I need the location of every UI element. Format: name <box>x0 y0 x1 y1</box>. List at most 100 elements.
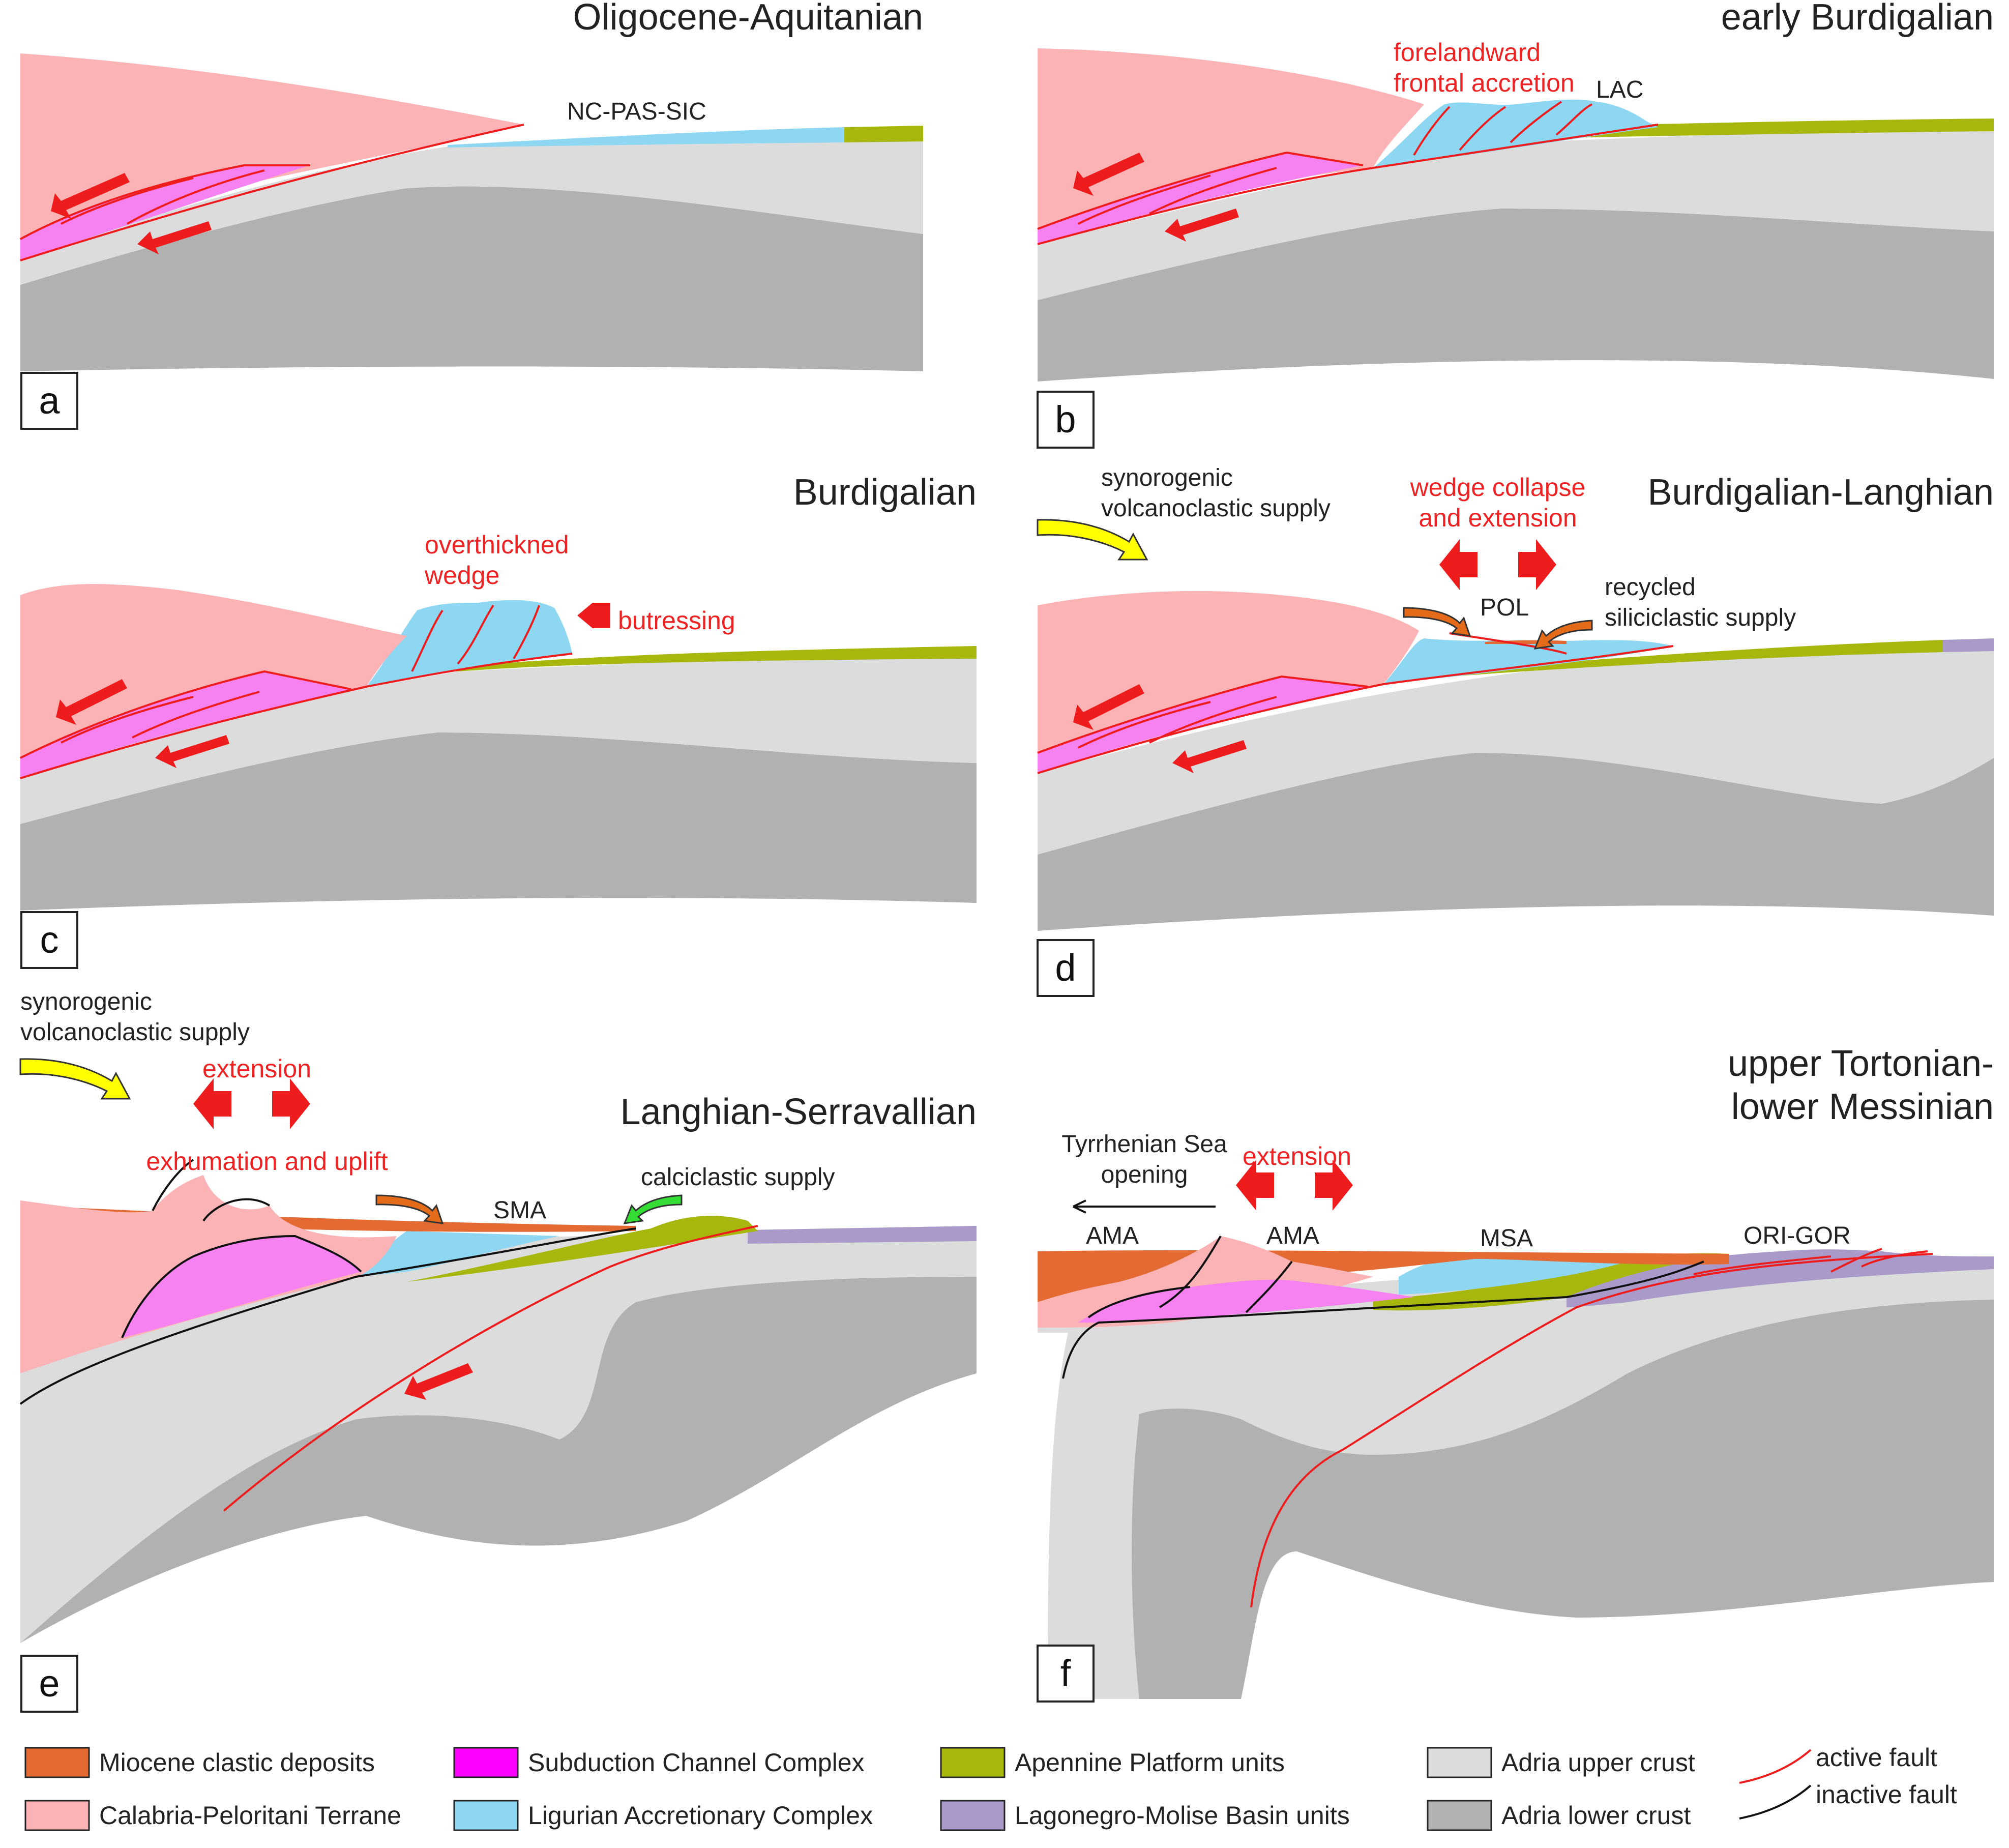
calabria-peloritani-terrane <box>1038 48 1424 239</box>
subduction-channel-complex <box>122 1236 361 1338</box>
svg-text:Adria lower crust: Adria lower crust <box>1501 1801 1691 1830</box>
legend-item: Subduction Channel Complex <box>453 1747 865 1778</box>
svg-text:active fault: active fault <box>1816 1743 1937 1772</box>
subduction-channel-complex <box>20 671 351 778</box>
collapse-label-line1: wedge collapse <box>1410 473 1586 502</box>
panel-letter: c <box>40 919 59 961</box>
svg-text:inactive fault: inactive fault <box>1816 1780 1957 1809</box>
synorogenic-supply-arrow <box>1037 519 1148 561</box>
recycled-label-line1: recycled <box>1605 574 1696 601</box>
adria-lower-crust <box>20 186 923 371</box>
svg-text:Miocene clastic deposits: Miocene clastic deposits <box>99 1748 375 1777</box>
panel-letter: b <box>1055 398 1076 441</box>
panel-letter: f <box>1060 1652 1071 1694</box>
apennine-platform <box>407 1216 758 1282</box>
adria-lower-crust <box>1038 209 1994 382</box>
unit-label-ama-1: AMA <box>1086 1222 1139 1249</box>
apennine-platform <box>1526 119 1994 138</box>
legend-fault-active: active fault <box>1739 1743 1937 1784</box>
legend-item: Miocene clastic deposits <box>24 1747 375 1778</box>
unit-label-nc-pas-sic: NC-PAS-SIC <box>567 98 706 125</box>
unit-label-ama-2: AMA <box>1266 1222 1319 1249</box>
exhumation-label: exhumation and uplift <box>146 1147 388 1176</box>
panel-a: Oligocene-Aquitanian NC-PAS-SIC a <box>20 0 923 430</box>
svg-text:Apennine Platform units: Apennine Platform units <box>1015 1748 1285 1777</box>
calciclastic-supply-arrow <box>623 1194 683 1224</box>
butressing-label: butressing <box>618 606 735 635</box>
ligurian-accretionary-complex <box>356 1231 559 1277</box>
supply-label-line2: volcanoclastic supply <box>1101 495 1331 522</box>
panel-letter: d <box>1055 947 1076 989</box>
recycled-supply-arrow-left <box>1403 607 1471 637</box>
panel-b: early Burdigalian forelandward frontal a… <box>1037 0 1994 449</box>
panel-e: Langhian-Serravallian synorogenic volcan… <box>19 988 977 1713</box>
synorogenic-supply-arrow <box>19 1058 131 1100</box>
adria-upper-crust <box>20 130 923 285</box>
tyrrhenian-opening-arrow <box>1073 1199 1216 1214</box>
svg-text:Ligurian Accretionary Complex: Ligurian Accretionary Complex <box>528 1801 873 1830</box>
svg-text:Subduction Channel Complex: Subduction Channel Complex <box>528 1748 865 1777</box>
lagonegro-molise-basin <box>1943 638 1994 652</box>
unit-label-sma: SMA <box>493 1197 546 1224</box>
adria-lower-crust <box>20 732 977 911</box>
panel-title: early Burdigalian <box>1721 0 1994 38</box>
ligurian-accretionary-complex <box>448 127 844 148</box>
wedge-label-line1: overthickned <box>425 531 569 559</box>
wedge-label-line2: wedge <box>424 561 499 590</box>
subduction-channel-complex <box>1038 153 1363 244</box>
subduction-channel-complex <box>1038 677 1368 773</box>
panel-letter: e <box>39 1662 60 1705</box>
ligurian-accretionary-complex <box>1399 1256 1628 1295</box>
process-label-line2: frontal accretion <box>1394 69 1575 97</box>
extension-label: extension <box>1243 1142 1351 1170</box>
apennine-platform <box>407 646 977 671</box>
panel-d: Burdigalian-Langhian synorogenic volcano… <box>1037 464 1994 997</box>
apennine-platform <box>1450 640 1943 677</box>
adria-lower-crust <box>20 1277 977 1643</box>
ligurian-accretionary-complex <box>1383 638 1673 684</box>
collapse-label-line2: and extension <box>1419 504 1577 532</box>
apennine-platform <box>844 126 923 142</box>
panel-title: Langhian-Serravallian <box>621 1092 977 1132</box>
panel-letter: a <box>39 379 60 422</box>
adria-lower-crust <box>1132 1300 1994 1699</box>
unit-label-ori-gor: ORI-GOR <box>1744 1222 1851 1249</box>
adria-upper-crust <box>20 656 977 824</box>
tyrrhenian-label-line1: Tyrrhenian Sea <box>1061 1131 1227 1158</box>
panel-title: Burdigalian-Langhian <box>1647 472 1994 513</box>
adria-upper-crust <box>1038 643 1994 855</box>
unit-label-pol: POL <box>1480 594 1529 621</box>
panel-f: upper Tortonian- lower Messinian Tyrrhen… <box>1037 1043 1994 1703</box>
legend-item: Lagonegro-Molise Basin units <box>940 1800 1350 1831</box>
legend-item: Adria upper crust <box>1427 1747 1695 1778</box>
unit-label-msa: MSA <box>1480 1225 1533 1252</box>
legend: Miocene clastic deposits Calabria-Pelori… <box>24 1743 1957 1831</box>
supply-label-line2: volcanoclastic supply <box>20 1019 250 1046</box>
adria-upper-crust <box>20 1231 977 1643</box>
legend-item: Calabria-Peloritani Terrane <box>24 1800 401 1831</box>
unit-label-lac: LAC <box>1596 76 1643 103</box>
legend-item: Adria lower crust <box>1427 1800 1691 1831</box>
recycled-supply-arrow-right <box>1533 620 1593 650</box>
ligurian-accretionary-complex <box>366 600 572 687</box>
legend-item: Apennine Platform units <box>940 1747 1285 1778</box>
tyrrhenian-label-line2: opening <box>1101 1161 1188 1188</box>
svg-text:Adria upper crust: Adria upper crust <box>1501 1748 1695 1777</box>
recycled-label-line2: siliciclastic supply <box>1605 604 1796 631</box>
subduction-channel-complex <box>1078 1279 1414 1323</box>
supply-label-line1: synorogenic <box>1101 464 1233 491</box>
adria-upper-crust <box>1038 127 1994 300</box>
adria-lower-crust <box>1038 753 1994 931</box>
process-label-line1: forelandward <box>1394 38 1541 67</box>
panel-title-line1: upper Tortonian- <box>1728 1043 1994 1084</box>
supply-label-line1: synorogenic <box>20 988 152 1015</box>
ligurian-accretionary-complex <box>1373 99 1658 168</box>
extension-label: extension <box>202 1054 311 1083</box>
recycled-supply-arrow <box>375 1194 444 1224</box>
legend-item: Ligurian Accretionary Complex <box>453 1800 873 1831</box>
panel-title-line2: lower Messinian <box>1731 1087 1994 1127</box>
apennine-platform <box>1373 1253 1729 1311</box>
legend-fault-inactive: inactive fault <box>1739 1780 1957 1820</box>
lagonegro-molise-basin <box>748 1226 977 1244</box>
